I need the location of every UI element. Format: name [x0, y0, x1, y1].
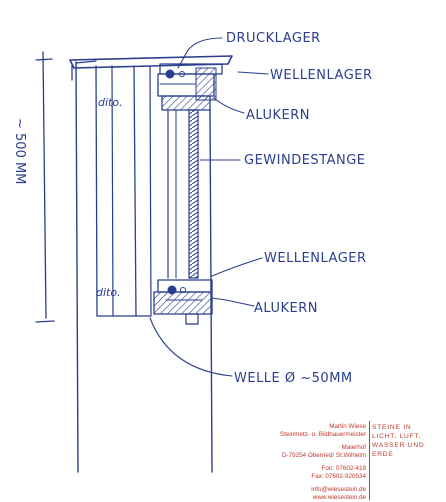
contact-profession: Steinmetz- u. Bildhauermeister: [279, 431, 366, 438]
contact-city: D-79254 Oberried/ St.Wilhelm: [282, 452, 366, 459]
label-alukern-top: ALUKERN: [246, 108, 310, 123]
tagline-line: STEINE IN: [372, 424, 412, 431]
label-height-dimension: ~ 500 MM: [12, 118, 27, 184]
contact-phone: Fon: 07602-419: [321, 465, 366, 472]
label-dito-top: dito.: [98, 96, 123, 109]
label-dito-bottom: dito.: [96, 286, 121, 299]
label-wellenlager-bottom: WELLENLAGER: [264, 251, 367, 266]
upper-bearing: [157, 63, 223, 111]
inner-shaft: [95, 65, 152, 317]
tagline-line: WASSER UND: [372, 442, 425, 449]
label-welle: WELLE Ø ~50MM: [234, 371, 353, 386]
footer-divider: [369, 421, 370, 500]
tagline-line: LICHT, LUFT,: [372, 433, 422, 440]
contact-fax: Fax: 07602-920534: [311, 473, 366, 480]
contact-email[interactable]: info@wiesestein.de: [311, 486, 366, 493]
threaded-rod: [167, 109, 199, 279]
label-drucklager: DRUCKLAGER: [226, 31, 321, 46]
lower-bearing: [153, 279, 213, 325]
tagline-line: ERDE: [372, 451, 394, 458]
tagline-block: STEINE IN LICHT, LUFT, WASSER UND ERDE: [372, 423, 442, 459]
contact-block: Martin Wiese Steinmetz- u. Bildhauermeis…: [232, 423, 366, 502]
contact-street: Maierhof: [341, 444, 367, 451]
label-alukern-bottom: ALUKERN: [254, 301, 318, 316]
outer-tube: [75, 60, 213, 473]
contact-name: Martin Wiese: [329, 423, 366, 430]
height-dimension: [35, 51, 55, 323]
label-gewindestange: GEWINDESTANGE: [244, 153, 366, 168]
leader-lines: [149, 37, 269, 377]
label-wellenlager-top: WELLENLAGER: [270, 68, 373, 83]
contact-web[interactable]: www.wiesestein.de: [312, 494, 366, 501]
top-flange: [69, 55, 233, 81]
